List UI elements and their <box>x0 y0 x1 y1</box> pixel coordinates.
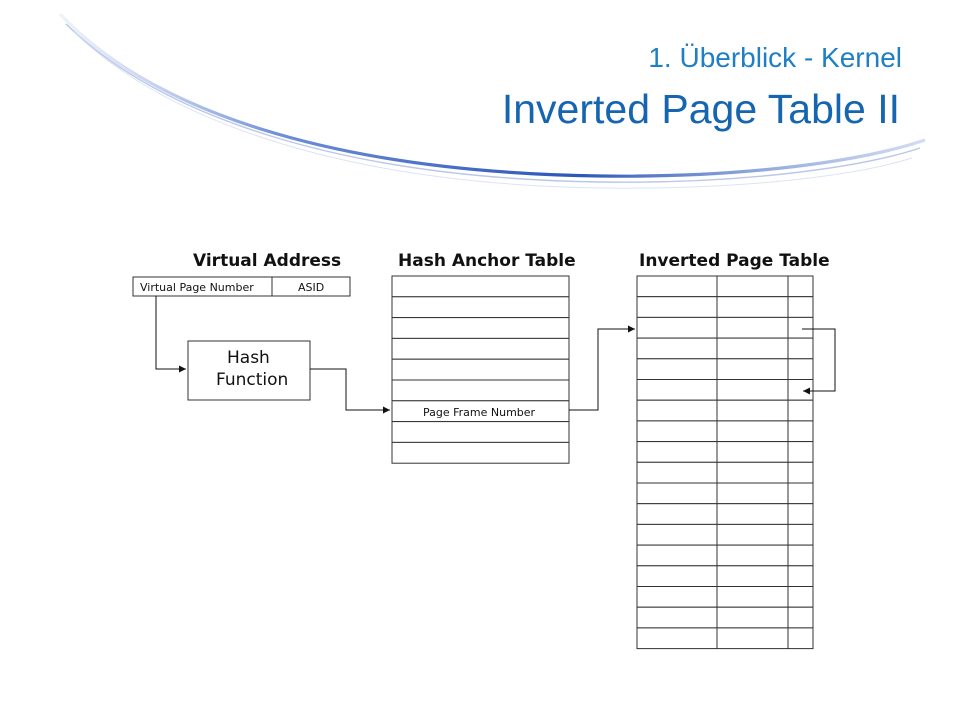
inverted-page-table-row <box>636 337 814 360</box>
virtual-address-box <box>132 276 351 297</box>
slide-subtitle: 1. Überblick - Kernel <box>648 42 902 73</box>
hash-anchor-table-row <box>391 275 570 298</box>
hash-function-label-line1: Hash <box>227 348 270 368</box>
virtual-address-group: Virtual Address Virtual Page Number ASID <box>132 251 351 297</box>
asid-field: ASID <box>298 281 324 294</box>
decorative-swoosh <box>58 12 926 189</box>
inverted-page-table-row <box>636 275 814 298</box>
inverted-page-table-row <box>636 441 814 463</box>
hash-anchor-table-group: Hash Anchor Table Page Frame Number <box>391 251 576 464</box>
inverted-page-table-row <box>636 482 814 505</box>
hash-function-group: Hash Function <box>187 340 311 401</box>
inverted-page-table-row <box>636 627 814 650</box>
hash-function-label-line2: Function <box>216 370 288 390</box>
hash-function-box <box>187 340 311 401</box>
inverted-page-table-row <box>636 399 814 422</box>
inverted-page-table-row <box>636 565 814 587</box>
inverted-page-table-row <box>636 523 814 546</box>
hash-anchor-table-row <box>391 358 570 381</box>
inverted-page-table-row <box>636 606 814 629</box>
inverted-page-table-row <box>636 296 814 318</box>
inverted-page-table-row <box>636 379 814 401</box>
inverted-page-table-group: Inverted Page Table <box>636 251 830 650</box>
inverted-page-table-row <box>636 420 814 443</box>
virtual-page-number-field: Virtual Page Number <box>140 281 254 294</box>
inverted-page-table-row <box>636 503 814 525</box>
inverted-page-table <box>636 275 814 650</box>
inverted-page-table-row <box>636 316 814 339</box>
hash-anchor-table-row <box>391 296 570 319</box>
hash-anchor-table-heading: Hash Anchor Table <box>398 251 576 271</box>
hash-anchor-table-row <box>391 337 570 360</box>
hash-anchor-table-row <box>391 441 570 464</box>
hash-anchor-table <box>391 275 570 464</box>
arrow-anchor-to-ipt <box>569 325 635 411</box>
inverted-page-table-row <box>636 586 814 608</box>
inverted-page-table-heading: Inverted Page Table <box>639 251 830 271</box>
virtual-address-heading: Virtual Address <box>193 251 341 271</box>
hash-anchor-table-row <box>391 317 570 339</box>
inverted-page-table-row <box>636 461 814 484</box>
hash-anchor-table-row <box>391 379 570 402</box>
arrow-hash-to-anchor <box>310 368 390 414</box>
page-frame-number-entry: Page Frame Number <box>423 406 536 419</box>
arrow-ipt-chain-link <box>802 328 836 395</box>
hash-anchor-table-row <box>391 421 570 443</box>
inverted-page-table-row <box>636 544 814 567</box>
inverted-page-table-row <box>636 358 814 380</box>
slide-title: Inverted Page Table II <box>501 86 900 132</box>
arrow-vpn-to-hash <box>155 296 186 373</box>
